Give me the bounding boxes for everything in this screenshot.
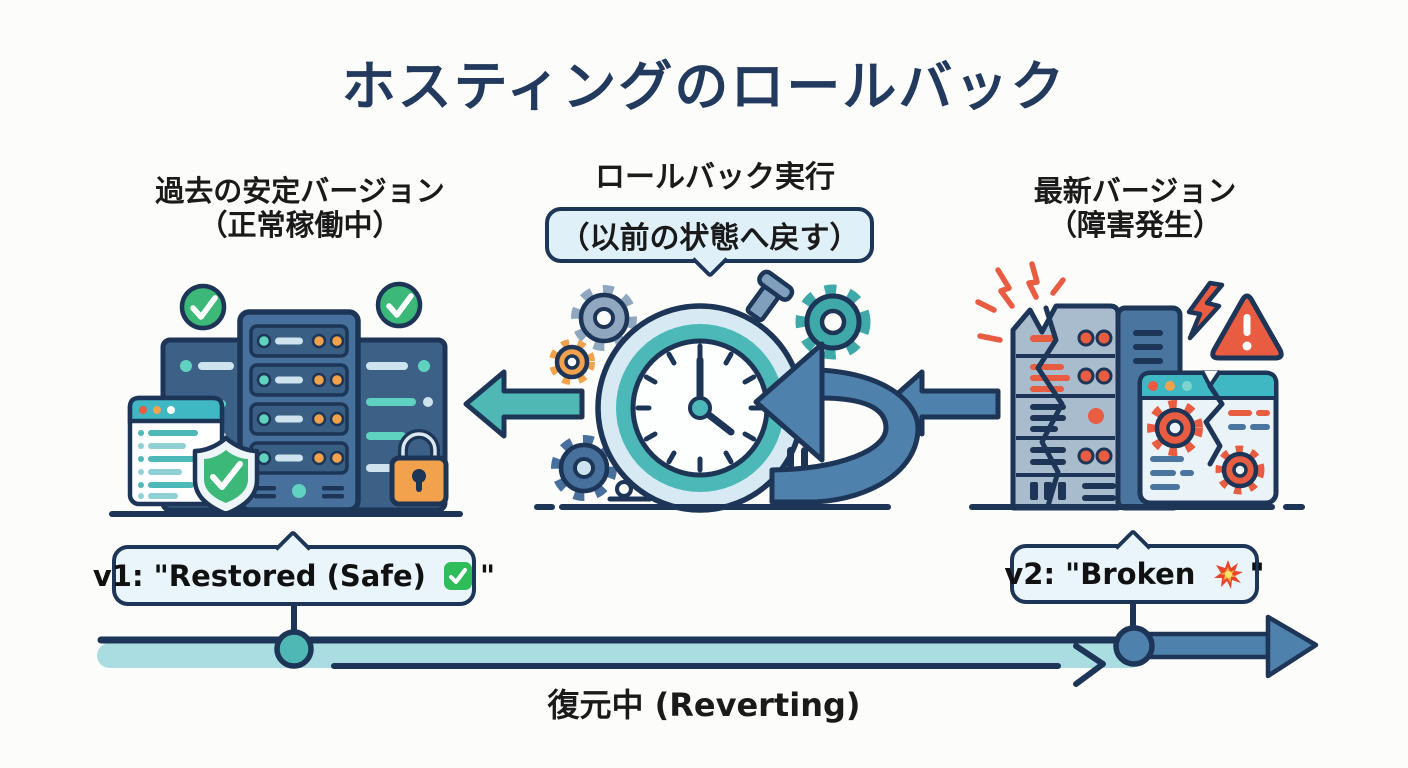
gear-icon (571, 285, 637, 351)
lightning-icon (1186, 280, 1225, 341)
reverting-status-label: 復元中 (Reverting) (547, 686, 861, 724)
flow-arrow-icon (463, 369, 585, 439)
lock-icon (389, 429, 449, 507)
v2-label-quote: " (1249, 557, 1265, 591)
v1-version-callout: v1: "Restored (Safe) " (93, 529, 495, 606)
timeline (97, 602, 1319, 687)
broken-app-window-icon (1137, 369, 1279, 506)
spark-icon (975, 261, 1066, 343)
shield-check-icon (192, 435, 260, 517)
v1-label-quote: " (480, 558, 496, 593)
gear-icon (551, 435, 617, 501)
page-title: ホスティングのロールバック (341, 55, 1067, 118)
warning-triangle-icon (1210, 293, 1284, 361)
rollback-arrow-icon (753, 341, 921, 505)
label-rollback-action: ロールバック実行 (595, 160, 835, 195)
detail-bar (801, 447, 808, 469)
label-stable-version: 過去の安定バージョン （正常稼働中） (110, 174, 490, 242)
label-stable-version-line1: 過去の安定バージョン (155, 174, 445, 208)
gear-icon (1215, 445, 1265, 495)
broken-server-illustration (969, 261, 1305, 511)
label-stable-version-line2: （正常稼働中） (198, 208, 402, 243)
dot-accent (615, 480, 633, 498)
collision-emoji-icon (1213, 559, 1243, 589)
label-latest-version: 最新バージョン （障害発生） (955, 174, 1315, 242)
rollback-speech-bubble: （以前の状態へ戻す） (545, 207, 874, 279)
timeline-bar (97, 643, 1143, 668)
gear-icon (549, 339, 595, 385)
check-circle-icon (179, 283, 227, 331)
gear-icon (795, 284, 871, 360)
crack-line (1203, 383, 1225, 467)
broken-server-icon (1010, 303, 1121, 511)
detail-bar (787, 447, 794, 469)
timeline-node-v2 (1113, 625, 1155, 667)
check-circle-icon (375, 281, 423, 329)
label-latest-version-line1: 最新バージョン (1033, 174, 1237, 208)
clock-ticks (635, 343, 765, 473)
label-latest-version-line2: （障害発生） (1047, 208, 1222, 243)
reverting-arrowhead (1073, 643, 1106, 687)
stopwatch-icon (595, 269, 805, 513)
v2-label-text: v2: "Broken (1004, 557, 1206, 591)
rollback-clock-illustration (534, 269, 921, 513)
server-rack-icon (237, 309, 361, 513)
v1-label-text: v1: "Restored (Safe) (92, 558, 436, 593)
gear-icon (1147, 400, 1203, 456)
stable-server-illustration (109, 281, 463, 517)
timeline-node-v1 (274, 629, 314, 669)
v2-version-callout: v2: "Broken " (1004, 528, 1265, 604)
timeline-forward-arrow (1143, 614, 1319, 679)
crack-line (1035, 305, 1065, 509)
check-emoji-icon (443, 561, 473, 591)
